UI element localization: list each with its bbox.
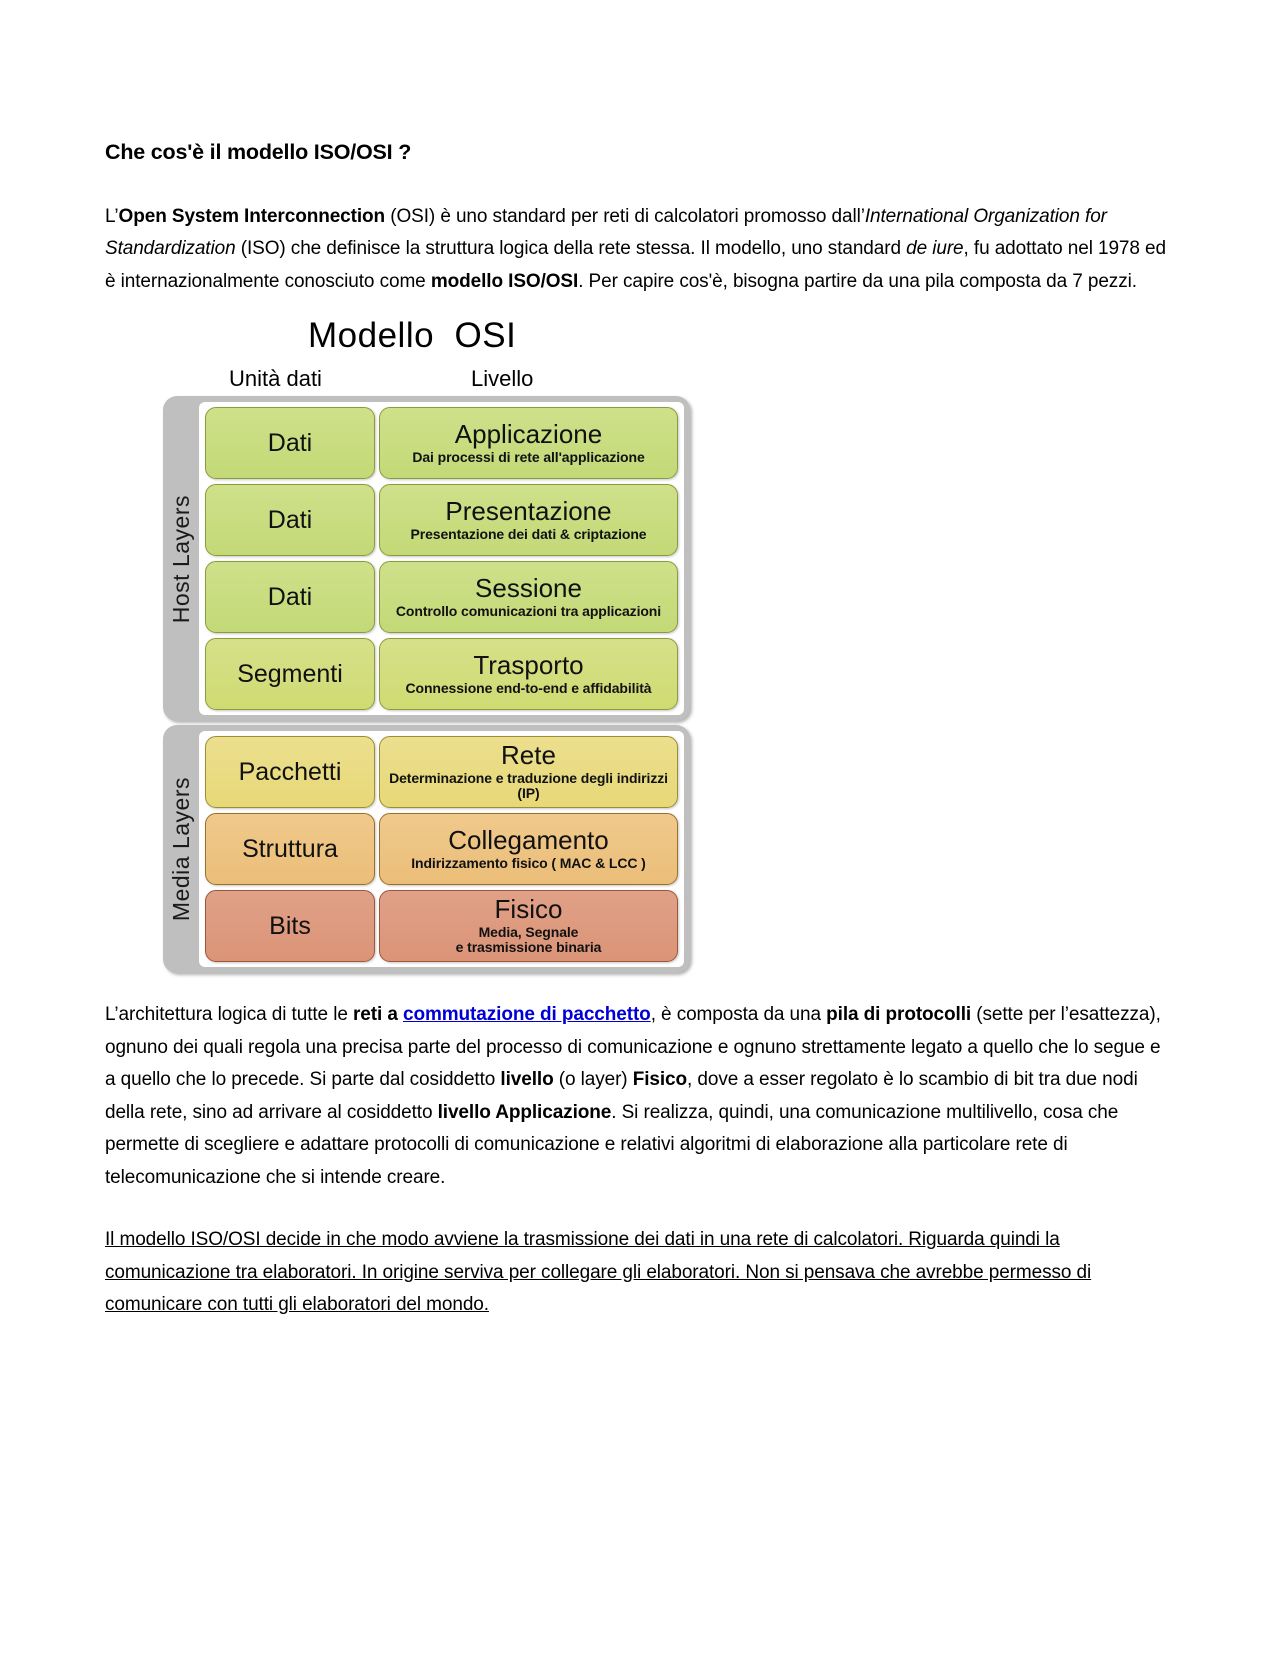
osi-layer-unit: Bits <box>205 890 375 963</box>
column-header-unit: Unità dati <box>229 366 322 392</box>
paragraph-intro-segment: (OSI) è uno standard per reti di calcola… <box>385 205 865 227</box>
paragraph-intro-segment: Open System Interconnection <box>118 205 386 227</box>
paragraph-architecture-segment: pila di protocolli <box>826 1004 972 1026</box>
osi-layer-description: Dai processi di rete all'applicazione <box>412 448 645 465</box>
osi-layer-description: Media, Segnale e trasmissione binaria <box>455 923 602 956</box>
osi-group-label-text: Media Layers <box>167 777 194 922</box>
paragraph-architecture-segment: (o layer) <box>553 1069 633 1091</box>
inline-link[interactable]: commutazione di pacchetto <box>402 1004 651 1026</box>
paragraph-intro-segment: L’ <box>105 205 119 227</box>
osi-layer-unit: Struttura <box>205 813 375 886</box>
osi-layer-name: Collegamento <box>448 825 609 856</box>
paragraph-intro-segment: . Per capire cos'è, bisogna partire da u… <box>578 270 1137 292</box>
paragraph-intro-segment: (ISO) che definisce la struttura logica … <box>235 238 907 260</box>
column-header-level: Livello <box>471 366 534 392</box>
osi-diagram-header: Modello OSI <box>163 316 743 366</box>
paragraph-intro: L’Open System Interconnection (OSI) è un… <box>105 166 1175 299</box>
paragraph-intro-segment: de iure <box>906 238 964 260</box>
osi-layer-description: Controllo comunicazioni tra applicazioni <box>395 602 662 619</box>
osi-layer-name: Fisico <box>494 894 563 925</box>
page-title: Che cos'è il modello ISO/OSI ? <box>105 140 412 164</box>
osi-group-label: Media Layers <box>163 731 199 968</box>
osi-layer-description: Presentazione dei dati & criptazione <box>410 525 647 542</box>
osi-layer-unit: Pacchetti <box>205 736 375 809</box>
paragraph-architecture-segment: Fisico <box>632 1069 688 1091</box>
osi-layer-description: Determinazione e traduzione degli indiri… <box>389 769 668 802</box>
osi-layer-description: Indirizzamento fisico ( MAC & LCC ) <box>411 854 646 871</box>
paragraph-architecture-segment: reti a <box>352 1004 403 1026</box>
paragraph-architecture-segment: , dove a esser regolato è lo scambio di … <box>105 1069 1138 1123</box>
paragraph-architecture-segment: livello Applicazione <box>437 1101 612 1123</box>
paragraph-architecture-segment: , è composta da una <box>650 1004 827 1026</box>
paragraph-intro-segment: , fu adottato nel 1978 ed è internaziona… <box>105 238 1166 292</box>
osi-layer-unit: Segmenti <box>205 638 375 711</box>
osi-layer-unit: Dati <box>205 561 375 634</box>
osi-layer-name: Rete <box>501 740 556 771</box>
osi-layer-unit: Dati <box>205 484 375 557</box>
osi-column-headers: Unità dati Livello <box>163 366 743 396</box>
osi-layer-unit: Dati <box>205 407 375 480</box>
paragraph-final: Il modello ISO/OSI decide in che modo av… <box>105 1229 1092 1316</box>
paragraph-architecture: L’architettura logica di tutte le reti a… <box>105 977 1175 1194</box>
paragraph-architecture-segment: livello <box>500 1069 554 1091</box>
osi-model-diagram: Modello OSI Unità dati Livello Host Laye… <box>163 316 743 974</box>
paragraph-intro-segment: modello ISO/OSI <box>430 270 579 292</box>
paragraph-architecture-segment: L’architettura logica di tutte le <box>105 1004 353 1026</box>
osi-group-label: Host Layers <box>163 402 199 716</box>
osi-diagram-title: Modello OSI <box>308 316 517 356</box>
osi-layer-name: Applicazione <box>454 419 603 450</box>
osi-layer-name: Trasporto <box>473 650 584 681</box>
osi-layer-name: Sessione <box>475 573 582 604</box>
osi-layer-name: Presentazione <box>445 496 612 527</box>
paragraph-intro-segment: International Organization for Standardi… <box>105 205 1107 260</box>
osi-group-label-text: Host Layers <box>167 494 194 623</box>
osi-layer-description: Connessione end-to-end e affidabilità <box>405 679 652 696</box>
paragraph-architecture-segment: . Si realizza, quindi, una comunicazione… <box>105 1101 1119 1188</box>
paragraph-architecture-segment: (sette per l’esattezza), ognuno dei qual… <box>105 1004 1161 1091</box>
